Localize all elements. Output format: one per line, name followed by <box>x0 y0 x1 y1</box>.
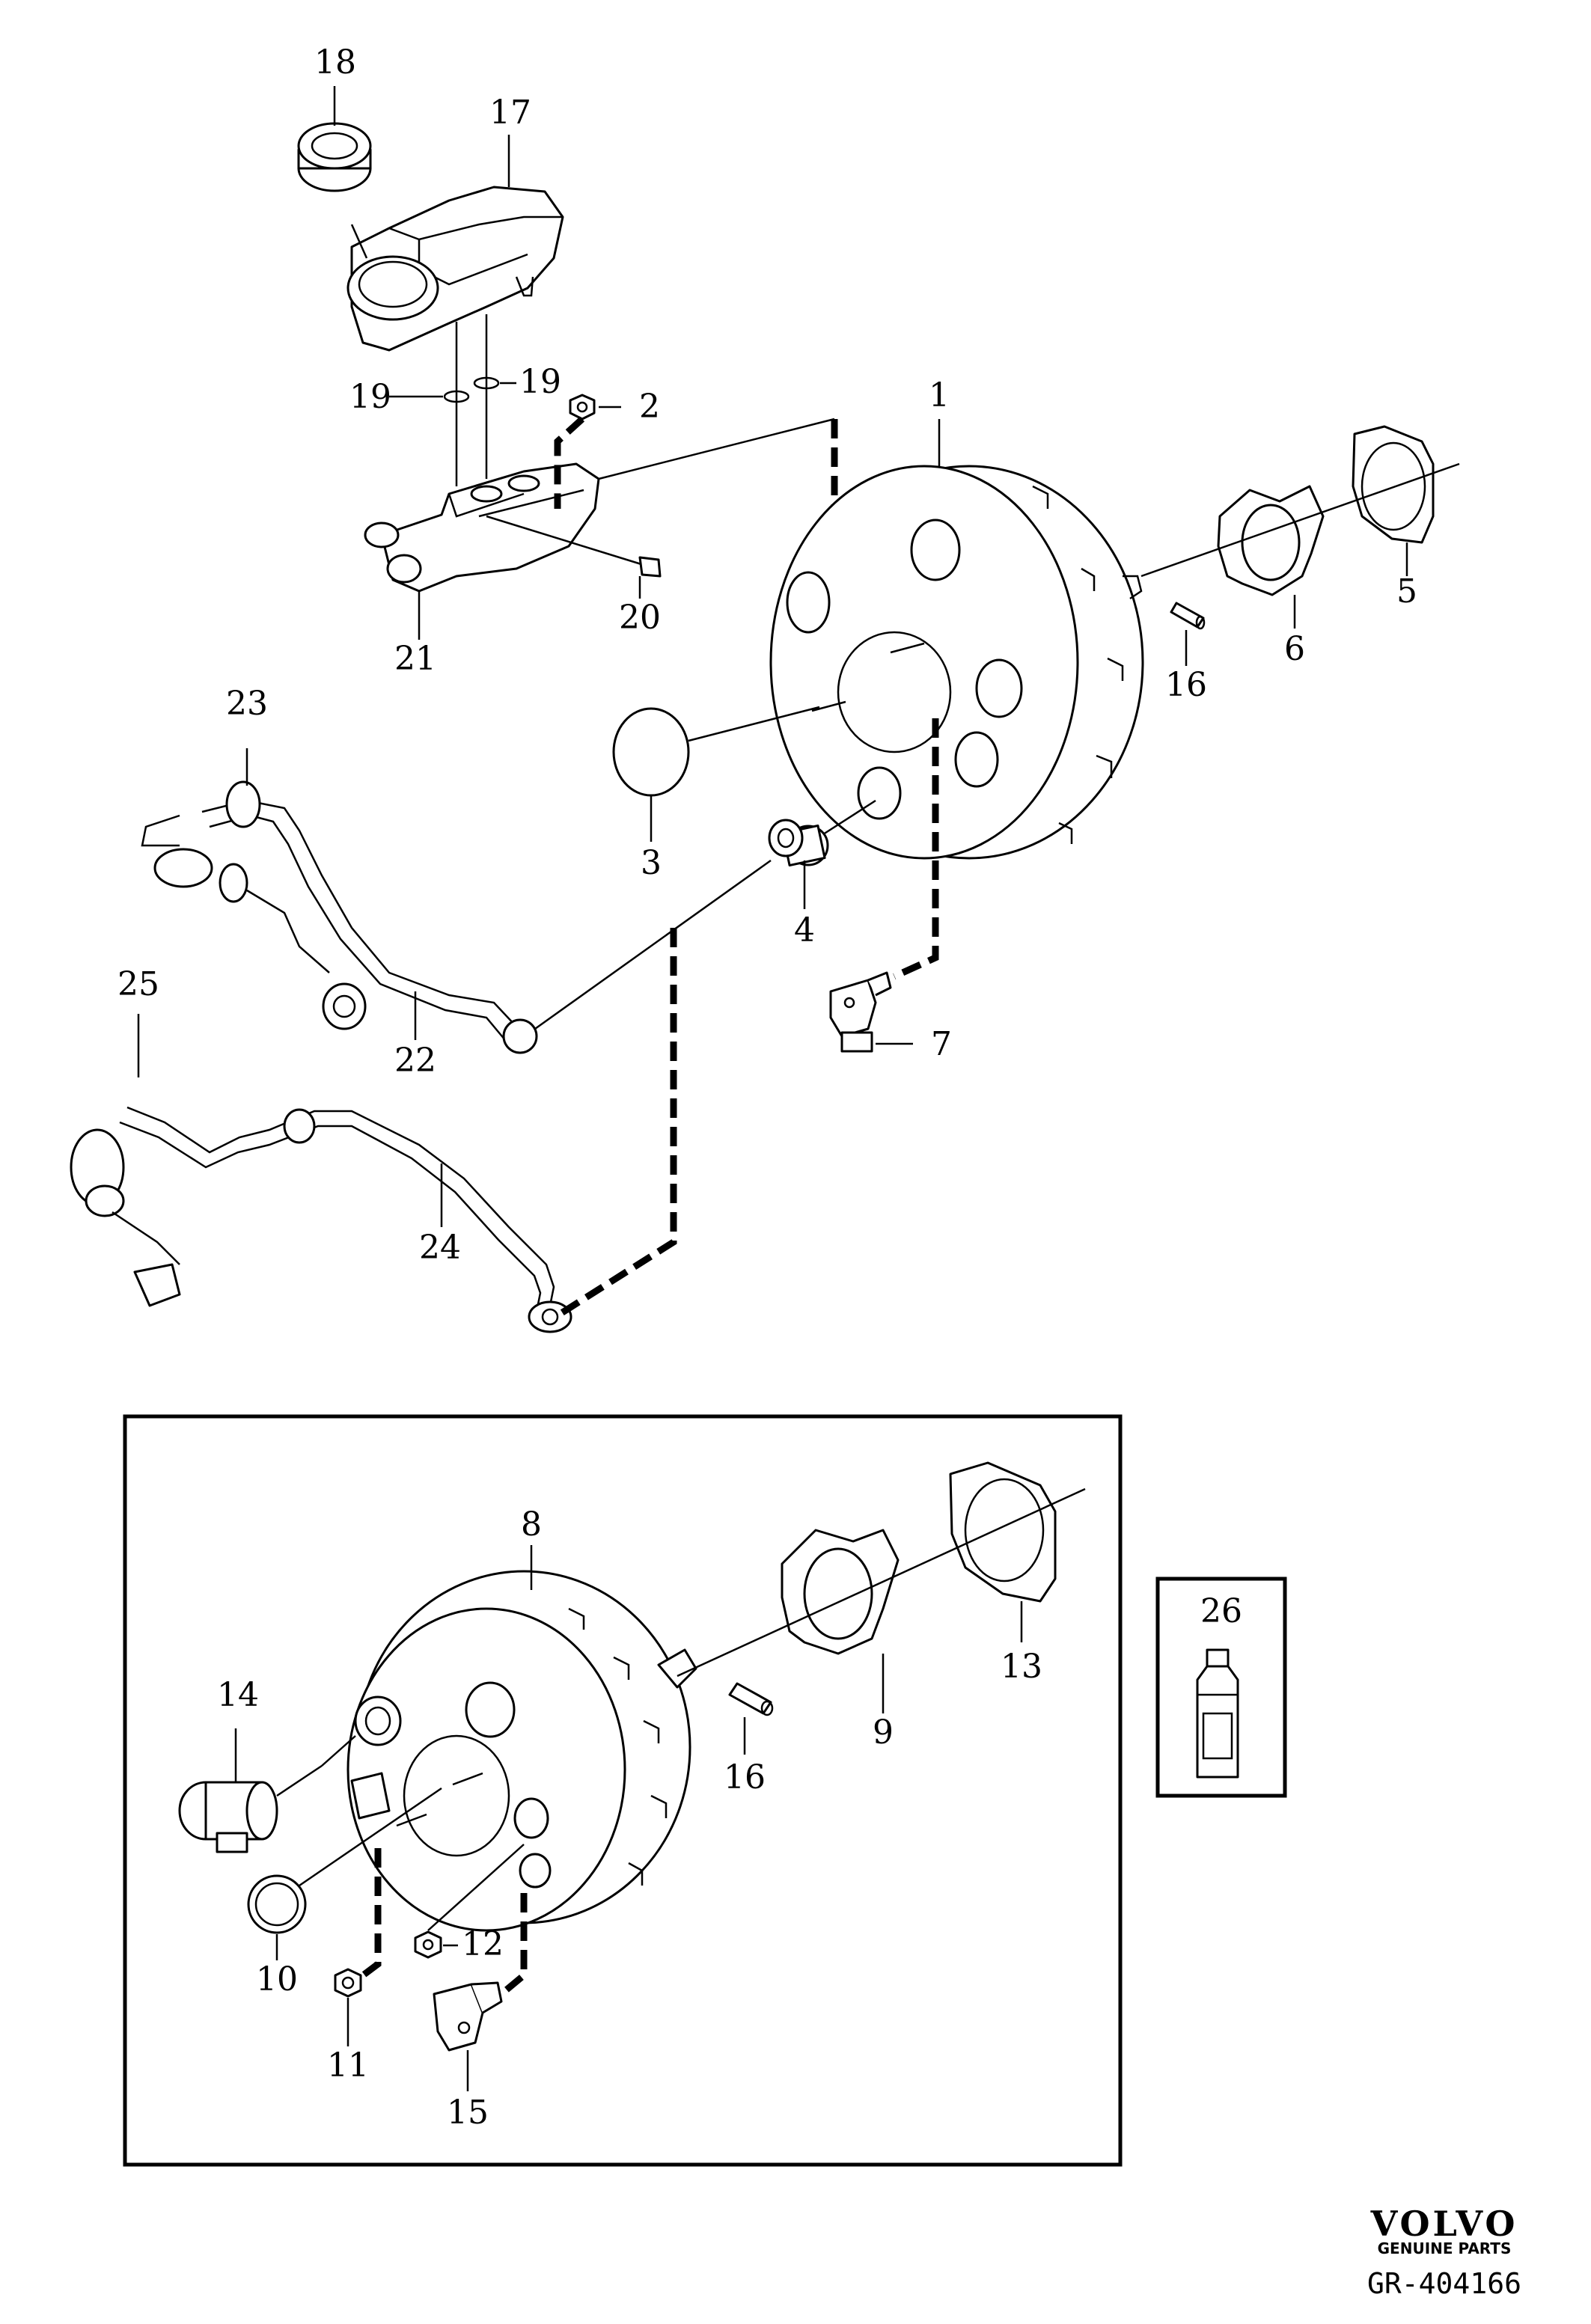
callout-20: 20 <box>619 599 661 637</box>
o-ring-large-inner <box>254 1882 299 1927</box>
dash-nut-to-cylinder <box>554 416 585 509</box>
callout-5: 5 <box>1396 572 1417 611</box>
callout-23: 23 <box>226 685 268 723</box>
dash-nut-alt <box>361 1848 382 1978</box>
callout-12: 12 <box>462 1925 504 1963</box>
leader-3-axis <box>688 706 820 742</box>
callout-22: 22 <box>394 1042 436 1080</box>
nut-alt <box>334 1968 362 1998</box>
vacuum-sensor <box>829 971 892 1053</box>
callout-19-right: 19 <box>519 363 561 401</box>
callout-21: 21 <box>394 640 436 678</box>
o-ring-right <box>473 376 500 390</box>
vacuum-hose-upper <box>141 780 538 1054</box>
callout-18: 18 <box>314 43 356 82</box>
callout-13: 13 <box>1001 1648 1042 1686</box>
clevis-pin-alt <box>728 1682 774 1716</box>
brand-logo: VOLVO <box>1370 2204 1518 2244</box>
booster-port-fitting <box>350 1695 402 1820</box>
vacuum-sensor-alt <box>433 1981 503 2052</box>
callout-24: 24 <box>419 1229 461 1267</box>
axis-line-lower <box>677 1487 1086 1678</box>
brake-fluid-frame <box>1155 1577 1287 1798</box>
callout-9: 9 <box>873 1713 894 1752</box>
brake-fluid-reservoir <box>346 186 564 352</box>
clevis-pin <box>1170 602 1206 630</box>
drawing-code: GR-404166 <box>1367 2267 1521 2300</box>
callout-14: 14 <box>217 1676 259 1714</box>
callout-1: 1 <box>929 376 950 415</box>
leader-cylinder-to-booster <box>598 418 835 480</box>
brake-booster-alt <box>346 1570 697 1932</box>
nut <box>569 394 596 421</box>
master-cylinder <box>364 462 600 593</box>
callout-3: 3 <box>641 844 662 882</box>
check-valve-grommet <box>768 819 829 867</box>
callout-8: 8 <box>521 1505 542 1544</box>
callout-16-upper: 16 <box>1165 666 1207 704</box>
leader-12-axis <box>427 1844 525 1931</box>
leader-hose-to-grommet <box>534 859 772 1030</box>
bolt <box>486 515 662 578</box>
callout-4: 4 <box>794 911 815 950</box>
spacer-plate-alt <box>781 1529 900 1655</box>
callout-11: 11 <box>327 2046 369 2085</box>
brand-tagline: GENUINE PARTS <box>1378 2239 1512 2257</box>
leader-10-axis <box>299 1787 442 1887</box>
callout-17: 17 <box>489 94 531 132</box>
callout-7: 7 <box>931 1025 952 1063</box>
brake-booster <box>769 465 1144 860</box>
leader-4-to-booster <box>822 799 876 836</box>
axis-line-upper <box>1140 462 1460 578</box>
seal-disc <box>612 707 690 797</box>
callout-25: 25 <box>117 965 159 1003</box>
vacuum-hose-lower <box>70 1106 572 1333</box>
leader-14-to-booster <box>321 1735 356 1767</box>
o-ring-large <box>247 1874 307 1934</box>
dash-sensor-to-booster <box>893 718 939 980</box>
hex-nut <box>414 1930 442 1959</box>
gasket <box>1352 425 1435 544</box>
gasket-alt <box>949 1461 1057 1603</box>
o-ring-left <box>443 390 470 403</box>
callout-labels: 18 17 19 19 2 1 5 6 16 20 21 23 3 4 7 25… <box>117 43 1417 2132</box>
callout-16-lower: 16 <box>724 1758 766 1796</box>
callout-19-left: 19 <box>349 378 391 416</box>
reservoir-cap <box>297 122 372 192</box>
brake-fluid-bottle <box>1196 1648 1239 1779</box>
callout-10: 10 <box>256 1960 298 1999</box>
callout-6: 6 <box>1284 630 1305 668</box>
pressure-sensor <box>178 1764 323 1853</box>
dash-hose-to-booster <box>559 928 677 1316</box>
alternative-assembly-frame <box>123 1414 1123 2167</box>
leader-cap-to-reservoir <box>350 224 368 259</box>
brand-block: VOLVO GENUINE PARTS GR-404166 <box>1367 2204 1521 2300</box>
callout-26: 26 <box>1200 1592 1242 1630</box>
callout-15: 15 <box>447 2094 489 2132</box>
spacer-plate <box>1217 485 1325 596</box>
callout-2: 2 <box>639 388 660 426</box>
dash-sensor-alt <box>499 1893 528 1997</box>
